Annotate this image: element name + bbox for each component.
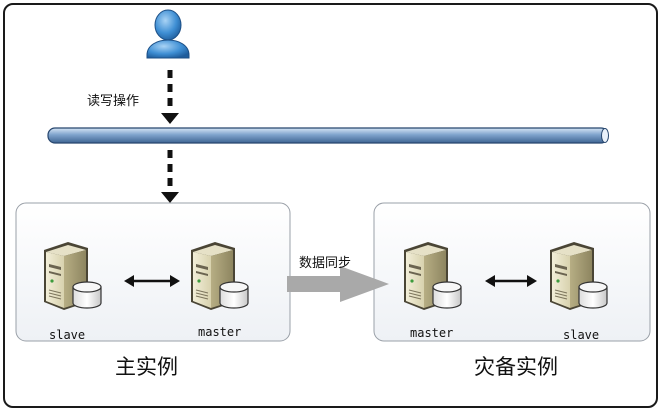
user-to-network-arrow bbox=[161, 70, 179, 124]
primary-slave-label: slave bbox=[49, 328, 86, 342]
primary-bidirectional-arrow-icon bbox=[124, 275, 180, 287]
primary-instance-title: 主实例 bbox=[115, 355, 178, 379]
user-icon bbox=[146, 9, 190, 59]
dr-bidirectional-arrow-icon bbox=[485, 275, 537, 287]
network-to-primary-arrow bbox=[161, 150, 179, 203]
dr-instance-title: 灾备实例 bbox=[474, 355, 558, 379]
data-sync-label: 数据同步 bbox=[299, 256, 352, 271]
rw-operation-label: 读写操作 bbox=[87, 94, 140, 109]
primary-master-label: master bbox=[198, 325, 242, 339]
network-pipe-icon bbox=[47, 127, 609, 144]
diagram-frame bbox=[3, 3, 658, 408]
dr-slave-label: slave bbox=[563, 328, 600, 342]
sync-arrow-icon bbox=[287, 266, 389, 302]
dr-master-label: master bbox=[410, 326, 454, 340]
